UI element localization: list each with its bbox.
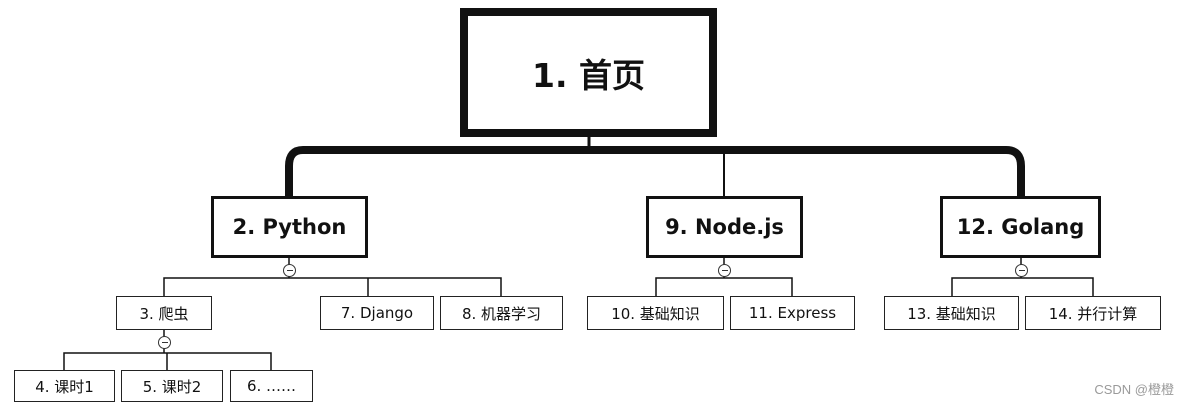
node-parallel-computing[interactable]: 14. 并行计算: [1025, 296, 1161, 330]
node-machine-learning[interactable]: 8. 机器学习: [440, 296, 563, 330]
node-express-label: 11. Express: [748, 304, 837, 322]
node-lesson-2-label: 5. 课时2: [142, 377, 202, 396]
node-lesson-1[interactable]: 4. 课时1: [14, 370, 115, 402]
collapse-crawler-icon[interactable]: [158, 336, 171, 349]
node-lesson-1-label: 4. 课时1: [35, 377, 94, 396]
node-python[interactable]: 2. Python: [211, 196, 368, 258]
node-lesson-2[interactable]: 5. 课时2: [121, 370, 223, 402]
root-node-label: 1. 首页: [532, 55, 645, 95]
node-machine-learning-label: 8. 机器学习: [461, 304, 542, 323]
collapse-golang-icon[interactable]: [1015, 264, 1028, 277]
node-nodejs-label: 9. Node.js: [665, 215, 784, 239]
node-golang[interactable]: 12. Golang: [940, 196, 1101, 258]
node-lesson-more[interactable]: 6. ……: [230, 370, 313, 402]
node-crawler[interactable]: 3. 爬虫: [116, 296, 212, 330]
node-crawler-label: 3. 爬虫: [139, 304, 189, 323]
csdn-watermark: CSDN @橙橙: [1094, 382, 1174, 397]
root-node[interactable]: 1. 首页: [460, 8, 717, 137]
collapse-python-icon[interactable]: [283, 264, 296, 277]
node-parallel-computing-label: 14. 并行计算: [1048, 304, 1138, 323]
node-python-label: 2. Python: [232, 215, 347, 239]
node-node-basics[interactable]: 10. 基础知识: [587, 296, 724, 330]
node-node-basics-label: 10. 基础知识: [611, 304, 700, 323]
node-express[interactable]: 11. Express: [730, 296, 855, 330]
node-go-basics[interactable]: 13. 基础知识: [884, 296, 1019, 330]
node-go-basics-label: 13. 基础知识: [907, 304, 996, 323]
node-nodejs[interactable]: 9. Node.js: [646, 196, 803, 258]
node-golang-label: 12. Golang: [956, 215, 1085, 239]
node-lesson-more-label: 6. ……: [246, 377, 297, 395]
collapse-nodejs-icon[interactable]: [718, 264, 731, 277]
node-django[interactable]: 7. Django: [320, 296, 434, 330]
node-django-label: 7. Django: [340, 304, 414, 322]
